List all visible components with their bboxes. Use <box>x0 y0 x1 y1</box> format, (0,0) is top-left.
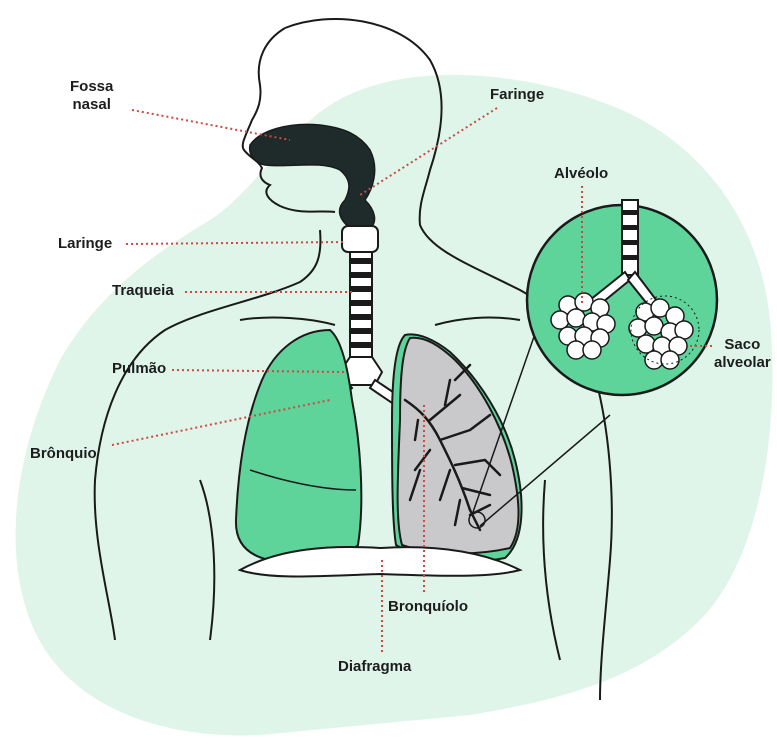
label-saco-alveolar-line1: Saco <box>714 336 771 354</box>
label-diafragma: Diafragma <box>338 658 411 676</box>
label-fossa-nasal: Fossa nasal <box>70 78 113 114</box>
label-saco-alveolar-line2: alveolar <box>714 354 771 372</box>
label-faringe: Faringe <box>490 86 544 104</box>
label-bronquiolo: Bronquíolo <box>388 598 468 616</box>
label-laringe: Laringe <box>58 235 112 253</box>
trachea <box>350 252 372 357</box>
larynx <box>342 226 378 252</box>
label-pulmao: Pulmão <box>112 360 166 378</box>
label-fossa-nasal-line1: Fossa <box>70 78 113 96</box>
label-bronquio: Brônquio <box>30 445 97 463</box>
label-alveolo: Alvéolo <box>554 165 608 183</box>
label-fossa-nasal-line2: nasal <box>70 96 113 114</box>
label-saco-alveolar: Saco alveolar <box>714 336 771 372</box>
label-traqueia: Traqueia <box>112 282 174 300</box>
